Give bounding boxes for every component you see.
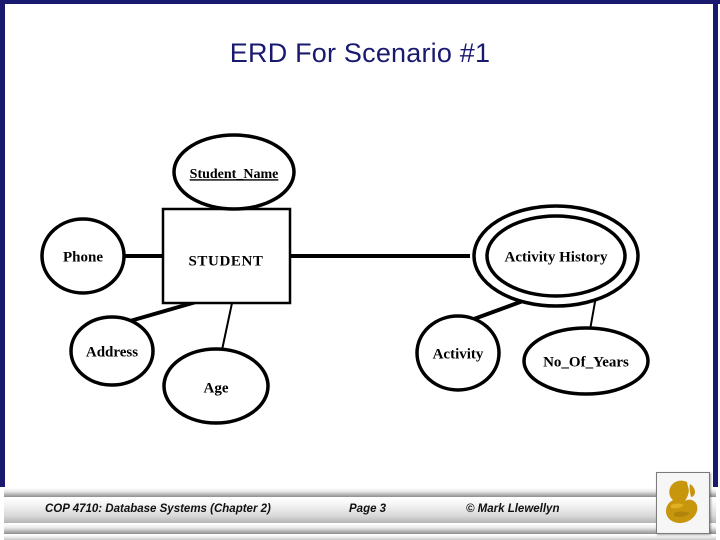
attribute-activity-ellipse[interactable] [415, 314, 501, 392]
attribute-age-ellipse[interactable] [162, 347, 270, 425]
footer-bar-top [4, 487, 716, 497]
erd-attribute-activity-history[interactable]: Activity History [472, 204, 640, 308]
attribute-phone-label: Phone [63, 249, 103, 265]
erd-entity-student[interactable]: STUDENT [161, 207, 292, 305]
attribute-no-of-years-label: No_Of_Years [543, 354, 629, 370]
attribute-activity-history-inner-ellipse[interactable] [485, 214, 627, 298]
pegasus-icon [666, 480, 698, 523]
attribute-address-label: Address [86, 344, 138, 360]
slide-frame-left [0, 0, 5, 487]
footer-bar-bottom [4, 534, 716, 540]
footer-bar-main [4, 497, 716, 523]
erd-attribute-student-name[interactable]: Student_Name [172, 133, 296, 211]
connector-age-to-student [221, 302, 233, 351]
connector-address-to-student [129, 300, 197, 323]
footer-copyright: © Mark Llewellyn [466, 503, 560, 515]
attribute-student-name-ellipse[interactable] [172, 133, 296, 211]
erd-attribute-no-of-years[interactable]: No_Of_Years [522, 326, 650, 396]
slide-frame-top [0, 0, 720, 4]
entity-student-label: STUDENT [188, 253, 263, 269]
page-title: ERD For Scenario #1 [229, 38, 491, 68]
attribute-address-ellipse[interactable] [69, 315, 155, 387]
attribute-activity-label: Activity [433, 346, 484, 362]
slide-footer: COP 4710: Database Systems (Chapter 2) P… [0, 487, 720, 540]
footer-course-label: COP 4710: Database Systems (Chapter 2) [45, 503, 271, 515]
erd-attribute-address[interactable]: Address [69, 315, 155, 387]
attribute-activity-history-label: Activity History [505, 249, 608, 265]
erd-diagram: STUDENT Student_Name Phone Address Age [0, 95, 720, 425]
erd-attribute-age[interactable]: Age [162, 347, 270, 425]
slide-frame-right [713, 0, 718, 487]
footer-page-number: Page 3 [349, 503, 387, 515]
attribute-no-of-years-ellipse[interactable] [522, 326, 650, 396]
erd-attribute-phone[interactable]: Phone [40, 217, 126, 295]
erd-attribute-activity[interactable]: Activity [415, 314, 501, 392]
footer-bar-third [4, 523, 716, 534]
attribute-phone-ellipse[interactable] [40, 217, 126, 295]
entity-student-box[interactable] [161, 207, 292, 305]
attribute-age-label: Age [204, 380, 229, 396]
ucf-pegasus-logo [656, 472, 710, 534]
attribute-student-name-label: Student_Name [190, 167, 279, 182]
